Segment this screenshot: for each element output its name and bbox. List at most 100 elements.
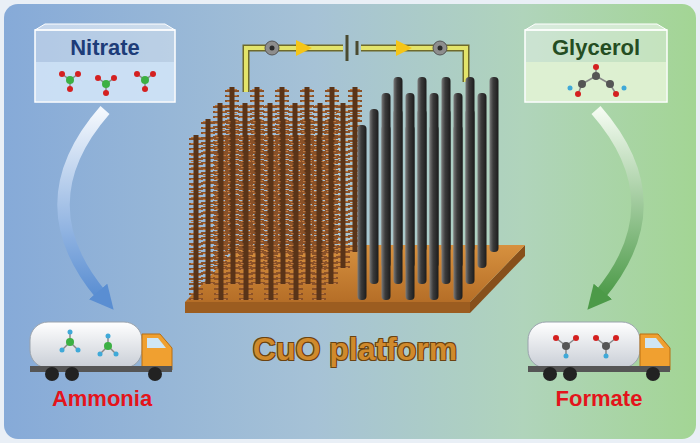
atom [142, 86, 148, 92]
atom [60, 348, 65, 353]
atom [622, 86, 627, 91]
nitrate-tank [35, 24, 175, 102]
rod [355, 87, 356, 252]
nitrate-molecule [95, 75, 117, 96]
atom [602, 342, 610, 350]
tank-glass [525, 30, 667, 102]
truck-cab [142, 334, 172, 370]
rod [442, 109, 451, 284]
rod [406, 125, 415, 300]
atom [67, 86, 73, 92]
atom [573, 335, 579, 341]
ammonia-truck [30, 322, 172, 381]
rod [466, 109, 475, 284]
reactant-tank: Nitrate [35, 28, 175, 104]
truck-tank [528, 322, 640, 368]
wheel [65, 367, 79, 381]
truck-cab [640, 334, 670, 370]
atom [66, 76, 74, 84]
battery-plate [356, 41, 359, 55]
atom [604, 354, 609, 359]
background [4, 4, 696, 439]
electrode-platform: CuO platform [185, 316, 525, 372]
battery-plate [346, 35, 349, 61]
product-truck: Formate [524, 320, 674, 414]
atom [75, 71, 81, 77]
process-arrow [596, 110, 638, 296]
atom [59, 71, 65, 77]
node-label: Formate [556, 386, 643, 412]
rod [454, 125, 463, 300]
current-arrow [396, 40, 412, 56]
rod [196, 135, 197, 300]
rod [358, 125, 367, 300]
cuo-nanoflake-electrode [196, 87, 355, 300]
process-arrow [63, 110, 105, 296]
electron-core [438, 46, 443, 51]
node-label: CuO platform [253, 331, 457, 368]
rod [233, 119, 234, 284]
node-label: Ammonia [52, 386, 152, 412]
electron [433, 41, 447, 55]
rod [208, 119, 209, 284]
wire-outline [246, 48, 343, 92]
rod [382, 125, 391, 300]
atom [150, 71, 156, 77]
atom [114, 352, 119, 357]
atom [98, 352, 103, 357]
formate-truck [528, 322, 670, 381]
rod [271, 135, 272, 300]
atom [593, 335, 599, 341]
atom [104, 342, 112, 350]
circuit-wire [246, 35, 466, 92]
rod [319, 135, 320, 300]
product-truck: Ammonia [28, 320, 176, 414]
rod [258, 119, 259, 284]
atom [606, 80, 614, 88]
formate-molecule [593, 335, 619, 359]
tank-liquid [526, 62, 666, 101]
atom [76, 348, 81, 353]
wheel [563, 367, 577, 381]
atom [553, 335, 559, 341]
current-arrow [296, 40, 312, 56]
reactant-tank: Glycerol [525, 28, 667, 104]
formate-molecule [553, 335, 579, 359]
atom [613, 335, 619, 341]
rod [308, 119, 309, 284]
atom [68, 330, 73, 335]
node-label: Glycerol [552, 35, 640, 61]
wire-outline [361, 48, 466, 82]
rod [394, 109, 403, 284]
atom [613, 91, 619, 97]
rod [296, 135, 297, 300]
atom [111, 75, 117, 81]
rod [331, 119, 332, 284]
ammonia-molecule [60, 330, 81, 353]
glycerol-molecule [568, 64, 627, 97]
glycerol-tank [525, 24, 667, 102]
rod [430, 125, 439, 300]
wheel [646, 367, 660, 381]
atom [103, 90, 109, 96]
atom [575, 91, 581, 97]
wheel [45, 367, 59, 381]
rod [370, 109, 379, 284]
atom [95, 75, 101, 81]
wheel [148, 367, 162, 381]
wheel [543, 367, 557, 381]
nitrate-molecule [134, 71, 156, 92]
atom [141, 76, 149, 84]
wire [361, 48, 466, 82]
rod [343, 103, 344, 268]
rod [490, 77, 499, 252]
tank-glass [35, 30, 175, 102]
atom [593, 64, 599, 70]
rod [246, 135, 247, 300]
rod [221, 135, 222, 300]
truck-tank [30, 322, 142, 368]
atom [568, 86, 573, 91]
